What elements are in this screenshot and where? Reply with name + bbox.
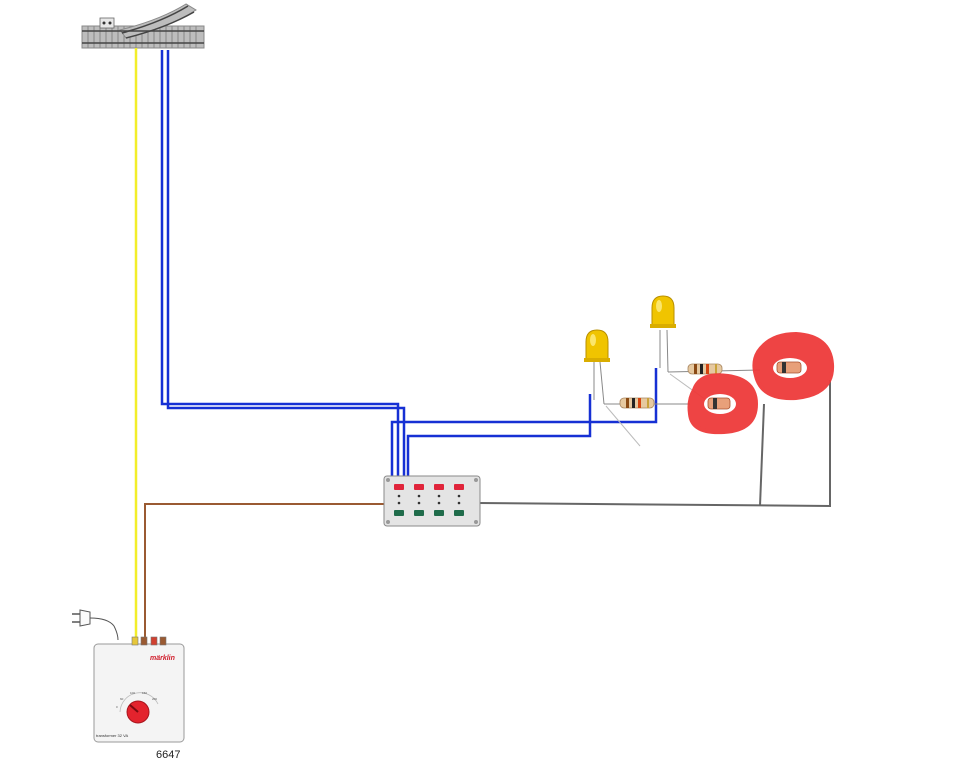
led-icon — [584, 329, 610, 362]
dial-scale-150: 150 — [142, 691, 147, 695]
resistor-icon — [687, 363, 723, 375]
resistor-icon — [619, 397, 655, 409]
wire-blue-turnout — [160, 50, 406, 476]
track-turnout-icon — [81, 3, 205, 49]
led-icon — [650, 295, 676, 328]
dial-scale-0: 0 — [116, 705, 118, 709]
wire-blue-leds — [390, 368, 658, 476]
transformer-part-number: 6647 — [156, 749, 180, 761]
transformer-model: transformer 32 VA — [96, 733, 128, 738]
diode-icon — [707, 397, 731, 410]
power-plug-icon — [72, 609, 119, 641]
control-box-icon — [383, 475, 481, 527]
wire-gray — [477, 380, 831, 508]
dial-scale-60: 60 — [120, 697, 124, 701]
dial-scale-100: 100 — [130, 691, 135, 695]
transformer-icon — [93, 636, 185, 743]
dial-scale-200: 200 — [152, 697, 157, 701]
diode-icon — [776, 361, 802, 374]
wire-brown — [144, 503, 386, 638]
transformer-brand: märklin — [150, 655, 175, 662]
